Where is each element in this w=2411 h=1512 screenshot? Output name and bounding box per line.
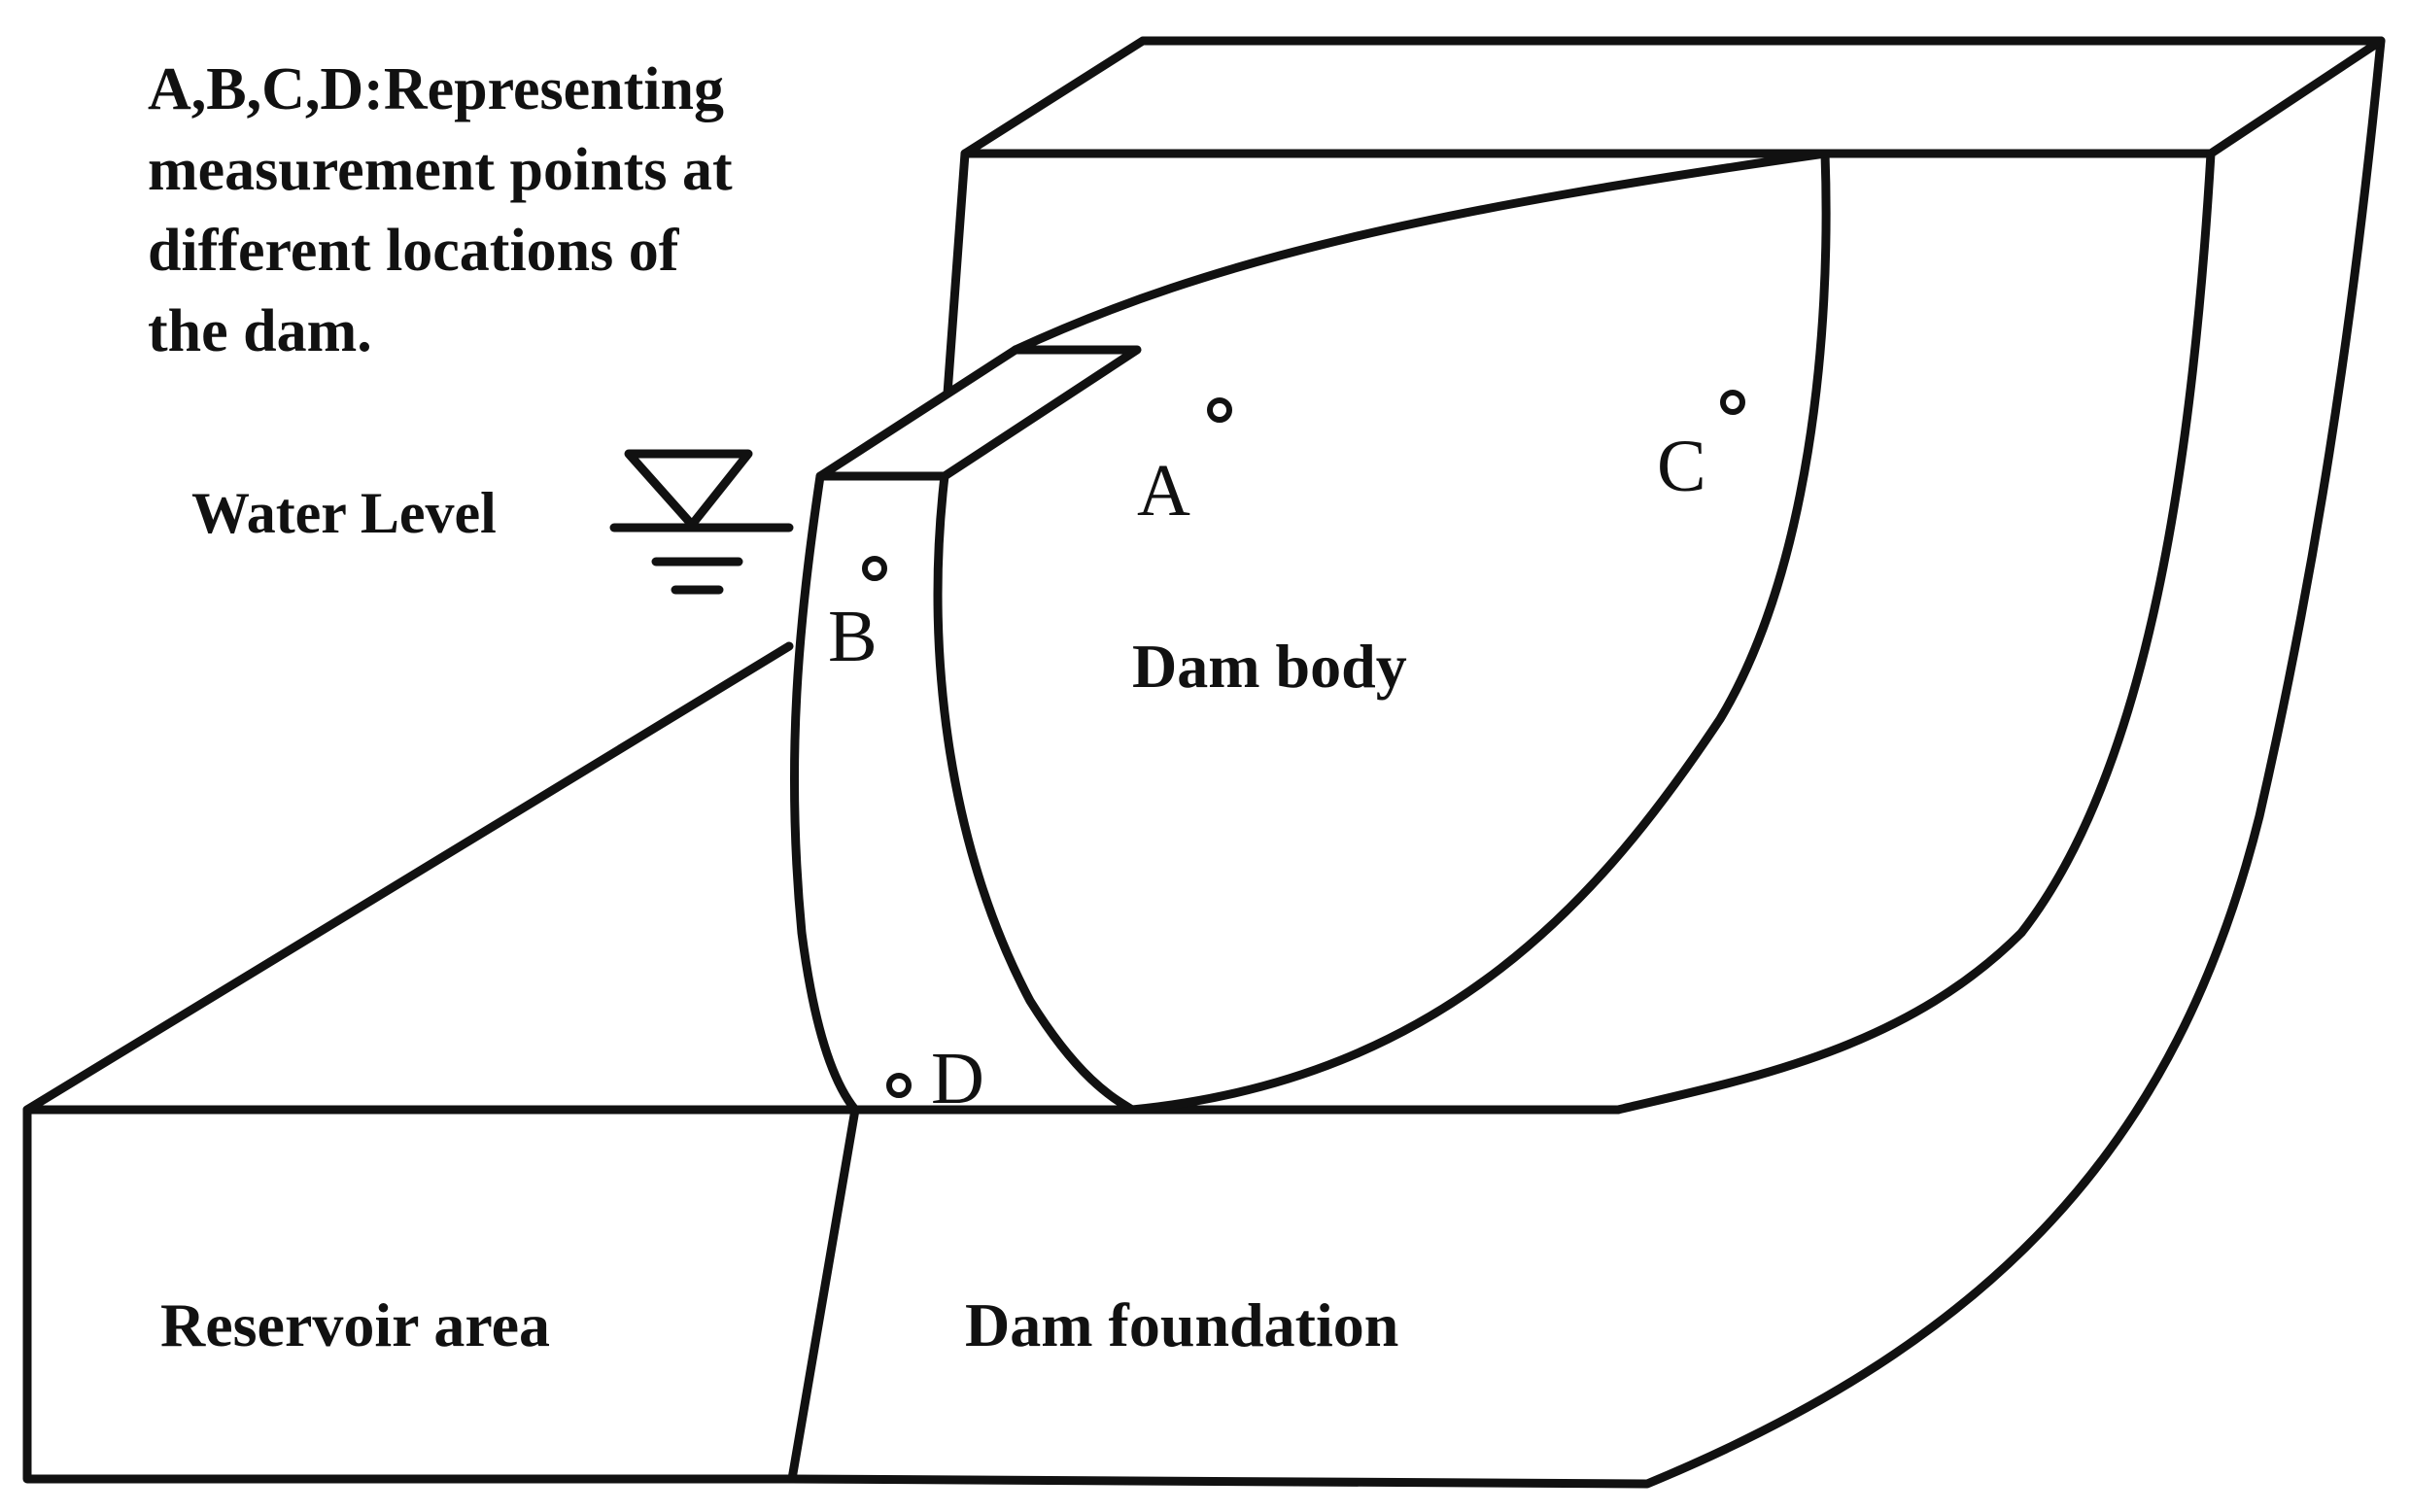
dam-body-label: Dam body: [1132, 632, 1407, 701]
upstream-face: [789, 471, 860, 1115]
point-a-marker: [1207, 397, 1232, 423]
legend-line-2: measurement points at: [148, 137, 733, 203]
top-slab-left-edge: [943, 149, 970, 398]
point-c-label: C: [1657, 426, 1706, 507]
top-slab: [960, 36, 2386, 158]
foundation-front-face: [787, 36, 2386, 1489]
dam-body-top-arc: [1011, 149, 1830, 355]
point-a-label: A: [1137, 450, 1190, 532]
hillside-right-edge: [1613, 149, 2216, 1115]
point-b-label: B: [828, 596, 878, 677]
reservoir-area-label: Reservoir area: [160, 1290, 550, 1359]
point-b-marker: [862, 556, 887, 581]
water-level-label: Water Level: [191, 481, 497, 545]
dam-core-upstream: [933, 471, 1137, 1115]
legend-line-3: different locations of: [148, 218, 680, 284]
dam-foundation-label: Dam foundation: [965, 1290, 1398, 1359]
dam-body-downstream: [1127, 149, 1831, 1115]
reservoir-slope-edge: [22, 641, 794, 1115]
dam-crest: [815, 345, 1142, 481]
water-level-icon: [609, 449, 794, 595]
legend-line-4: the dam.: [148, 298, 372, 364]
point-c-marker: [1720, 390, 1745, 415]
point-d-label: D: [931, 1038, 984, 1119]
legend-line-1: A,B,C,D:Representing: [148, 56, 724, 122]
water-level-triangle-icon: [624, 449, 753, 530]
point-d-marker: [886, 1073, 912, 1098]
